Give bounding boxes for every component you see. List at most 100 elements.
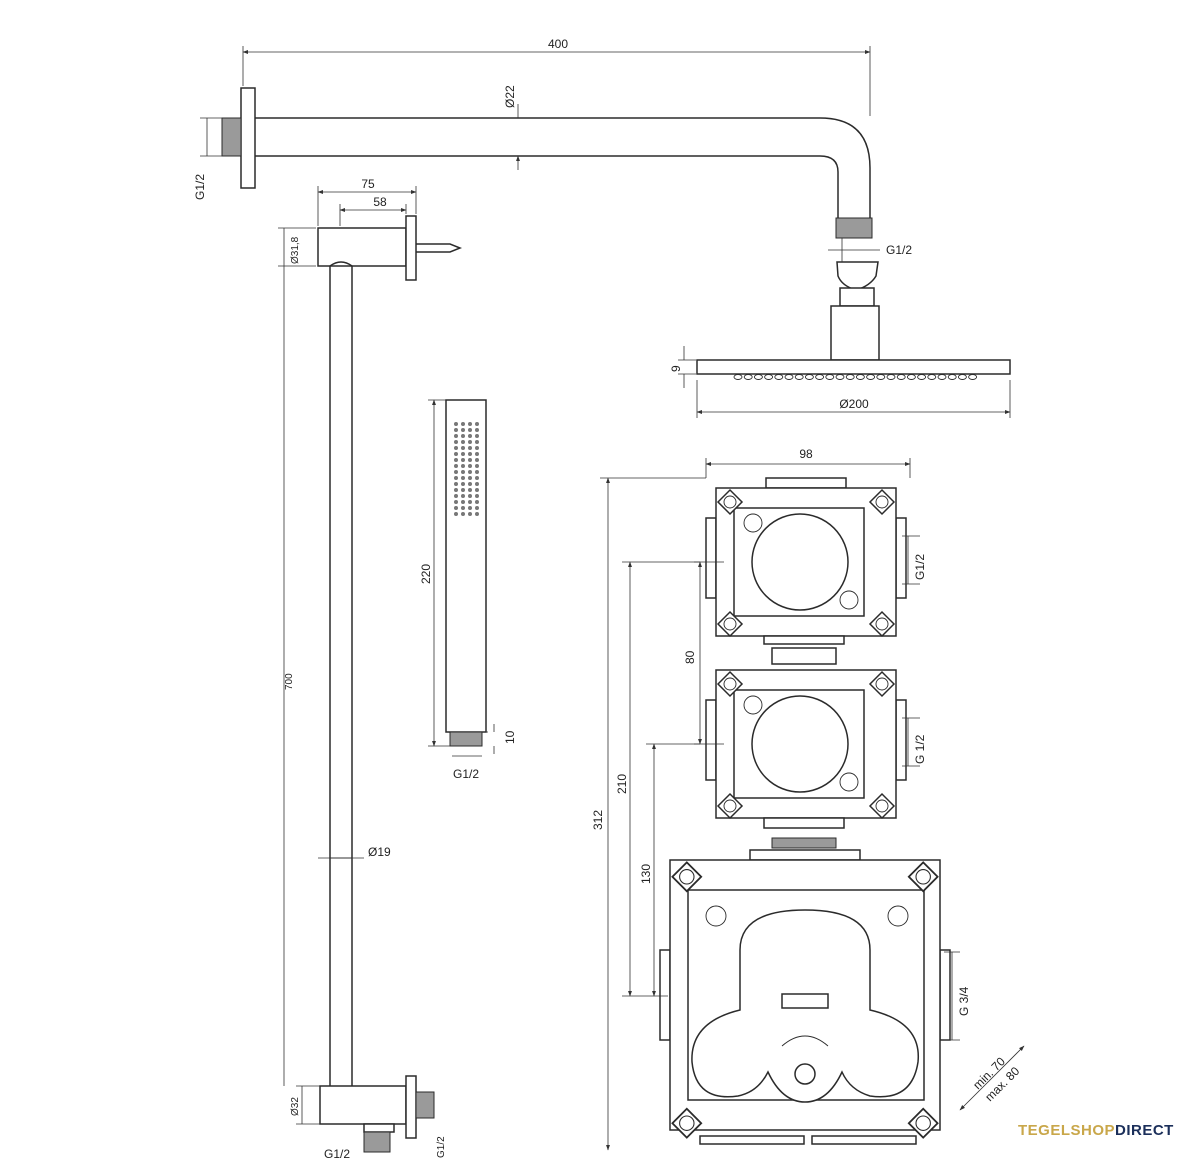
spray-dot [468,476,472,480]
brand-part-2: DIRECT [1115,1122,1174,1139]
label-holder-58: 58 [373,195,387,209]
label-thermo-thread: G 3/4 [957,986,971,1016]
spray-dot [475,470,479,474]
nozzle [825,374,835,380]
dimension-lines [200,46,1025,1151]
spray-dot [461,434,465,438]
spray-dot [468,482,472,486]
nozzle [835,374,845,380]
nozzle [794,374,804,380]
nozzle [896,374,906,380]
spray-dot [454,464,458,468]
spray-dot [461,494,465,498]
spray-dot [454,440,458,444]
label-wall-thread: G1/2 [193,174,207,200]
spray-dot [468,452,472,456]
nozzle [743,374,753,380]
nozzle [784,374,794,380]
spray-dot [454,470,458,474]
spray-dot [454,506,458,510]
label-rail-length: 700 [284,673,295,690]
spray-dot [454,434,458,438]
spray-dot [461,422,465,426]
shower-head [696,359,1011,380]
spray-dot [468,494,472,498]
label-height-312: 312 [591,810,605,830]
spray-dot [454,452,458,456]
spray-dot [475,476,479,480]
hand-shower [445,399,487,747]
spray-dot [454,494,458,498]
spray-dot [468,500,472,504]
label-box-middle-thread: G 1/2 [913,734,927,764]
nozzle [855,374,865,380]
nozzle [753,374,763,380]
spray-dot [468,428,472,432]
nozzle [774,374,784,380]
spray-dot [475,464,479,468]
label-head-height: 9 [669,365,683,372]
brand-logo: TEGELSHOPDIRECT [1018,1122,1174,1139]
nozzle [917,374,927,380]
spray-dot [461,446,465,450]
nozzle [815,374,825,380]
spray-dot [475,506,479,510]
label-arm-thread: G1/2 [886,243,912,257]
mounting-box-upper [705,477,907,665]
spray-dot [468,434,472,438]
spray-dot [454,488,458,492]
spray-dot [468,464,472,468]
nozzle [733,374,743,380]
spray-dot [468,512,472,516]
spray-dot [475,500,479,504]
label-rail-diameter: Ø19 [368,845,391,859]
thermostat-box [659,849,951,1145]
label-hand-thread-len: 10 [503,730,517,744]
label-outlet-thread-side: G1/2 [436,1136,447,1158]
shower-arm [221,87,880,361]
nozzle [947,374,957,380]
spray-dot [461,470,465,474]
label-height-210: 210 [615,774,629,794]
label-arm-diameter: Ø22 [503,85,517,108]
spray-dot [468,488,472,492]
spray-dot [475,494,479,498]
spray-dot [475,482,479,486]
spray-dot [461,512,465,516]
spray-dot [475,428,479,432]
label-box-upper-thread: G1/2 [913,554,927,580]
spray-dot [461,506,465,510]
spray-dot [454,482,458,486]
mounting-box-middle [705,669,907,849]
spray-dot [461,428,465,432]
spray-dot [461,458,465,462]
nozzle [906,374,916,380]
brand-part-1: TEGELSHOP [1018,1122,1116,1139]
spray-dot [454,458,458,462]
spray-dot [461,452,465,456]
spray-dot [475,422,479,426]
nozzle [957,374,967,380]
spray-dot [454,476,458,480]
spray-dot [468,446,472,450]
nozzle [804,374,814,380]
spray-dot [461,488,465,492]
spray-dot [461,482,465,486]
label-outlet-thread-bottom: G1/2 [324,1147,350,1158]
spray-dot [475,458,479,462]
spray-dot [454,422,458,426]
label-holder-diameter: Ø31,8 [290,236,301,264]
label-arm-length: 400 [548,37,568,51]
spray-dot [461,500,465,504]
spray-dot [475,440,479,444]
spray-dot [475,446,479,450]
nozzle [968,374,978,380]
spray-dot [468,440,472,444]
spray-dot [475,512,479,516]
spray-dot [475,452,479,456]
nozzle [927,374,937,380]
label-hand-thread: G1/2 [453,767,479,781]
spray-dot [468,506,472,510]
spray-dot [468,422,472,426]
